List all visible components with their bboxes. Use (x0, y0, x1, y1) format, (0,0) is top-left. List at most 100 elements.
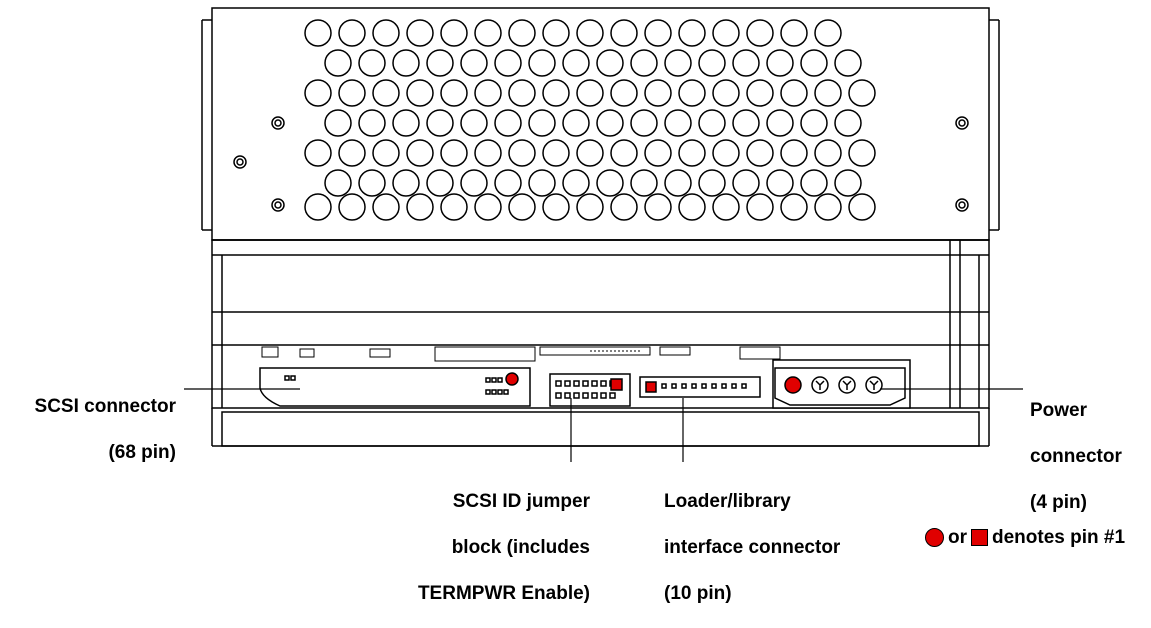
loader-pin (741, 383, 747, 389)
vent-hole (610, 19, 638, 47)
vent-hole (324, 109, 352, 137)
vent-hole (596, 49, 624, 77)
vent-hole (780, 193, 808, 221)
vent-grid (304, 19, 876, 221)
vent-hole (800, 109, 828, 137)
vent-hole (732, 109, 760, 137)
jumper-pin (591, 392, 598, 399)
pin1-square-marker (645, 381, 657, 393)
vent-hole (746, 79, 774, 107)
vent-hole (576, 19, 604, 47)
loader-pin (661, 383, 667, 389)
pin1-square-icon (971, 529, 988, 546)
vent-hole (814, 19, 842, 47)
vent-hole (814, 79, 842, 107)
jumper-pin (573, 392, 580, 399)
vent-hole (494, 49, 522, 77)
vent-hole (596, 169, 624, 197)
jumper-pin (582, 392, 589, 399)
jumper-pin (582, 380, 589, 387)
vent-hole (460, 169, 488, 197)
jumper-pin (564, 392, 571, 399)
loader-pin (671, 383, 677, 389)
vent-hole (834, 49, 862, 77)
vent-hole (698, 109, 726, 137)
vent-hole (508, 19, 536, 47)
vent-hole (426, 49, 454, 77)
vent-hole (338, 19, 366, 47)
vent-hole (304, 79, 332, 107)
vent-hole (664, 169, 692, 197)
vent-hole (780, 19, 808, 47)
vent-hole (562, 169, 590, 197)
jumper-pin (600, 380, 607, 387)
vent-hole (712, 193, 740, 221)
vent-hole (460, 109, 488, 137)
vent-hole (780, 79, 808, 107)
jumper-pin (591, 380, 598, 387)
vent-hole (800, 169, 828, 197)
vent-hole (358, 49, 386, 77)
vent-hole (576, 79, 604, 107)
board-details (261, 346, 781, 362)
vent-hole (426, 109, 454, 137)
vent-hole (324, 169, 352, 197)
vent-hole (528, 49, 556, 77)
pin1-legend: or denotes pin #1 (925, 526, 1125, 549)
vent-hole (712, 79, 740, 107)
pin1-circle-icon (925, 528, 944, 547)
vent-hole (392, 109, 420, 137)
vent-hole (474, 19, 502, 47)
scsi-connector (259, 367, 531, 407)
vent-hole (732, 49, 760, 77)
vent-hole (406, 19, 434, 47)
jumper-pin (564, 380, 571, 387)
vent-hole (698, 169, 726, 197)
loader-pin (681, 383, 687, 389)
vent-hole (596, 109, 624, 137)
vent-hole (542, 193, 570, 221)
vent-hole (644, 79, 672, 107)
vent-hole (746, 193, 774, 221)
vent-hole (338, 139, 366, 167)
vent-hole (814, 193, 842, 221)
vent-hole (630, 169, 658, 197)
vent-hole (698, 49, 726, 77)
loader-connector-label: Loader/library interface connector (10 p… (664, 491, 841, 604)
vent-hole (562, 49, 590, 77)
scsi-jumper-label: SCSI ID jumper block (includes TERMPWR E… (417, 491, 590, 604)
vent-hole (746, 19, 774, 47)
vent-hole (304, 139, 332, 167)
vent-hole (358, 169, 386, 197)
vent-hole (610, 139, 638, 167)
vent-hole (678, 193, 706, 221)
vent-hole (664, 49, 692, 77)
vent-hole (508, 139, 536, 167)
jumper-pin (555, 380, 562, 387)
loader-pin (691, 383, 697, 389)
vent-hole (440, 79, 468, 107)
vent-hole (848, 139, 876, 167)
vent-hole (576, 139, 604, 167)
vent-hole (834, 109, 862, 137)
power-connector (772, 359, 911, 409)
vent-hole (610, 79, 638, 107)
vent-hole (406, 79, 434, 107)
vent-hole (528, 169, 556, 197)
vent-hole (542, 139, 570, 167)
loader-pin (701, 383, 707, 389)
drive-rear-diagram (184, 7, 1023, 462)
vent-hole (324, 49, 352, 77)
vent-hole (406, 193, 434, 221)
vent-hole (630, 49, 658, 77)
scsi-id-jumper-block (549, 373, 631, 407)
vent-hole (732, 169, 760, 197)
vent-hole (542, 19, 570, 47)
vent-hole (576, 193, 604, 221)
vent-hole (848, 79, 876, 107)
vent-hole (630, 109, 658, 137)
jumper-pin (573, 380, 580, 387)
vent-hole (766, 169, 794, 197)
vent-hole (644, 19, 672, 47)
vent-hole (528, 109, 556, 137)
